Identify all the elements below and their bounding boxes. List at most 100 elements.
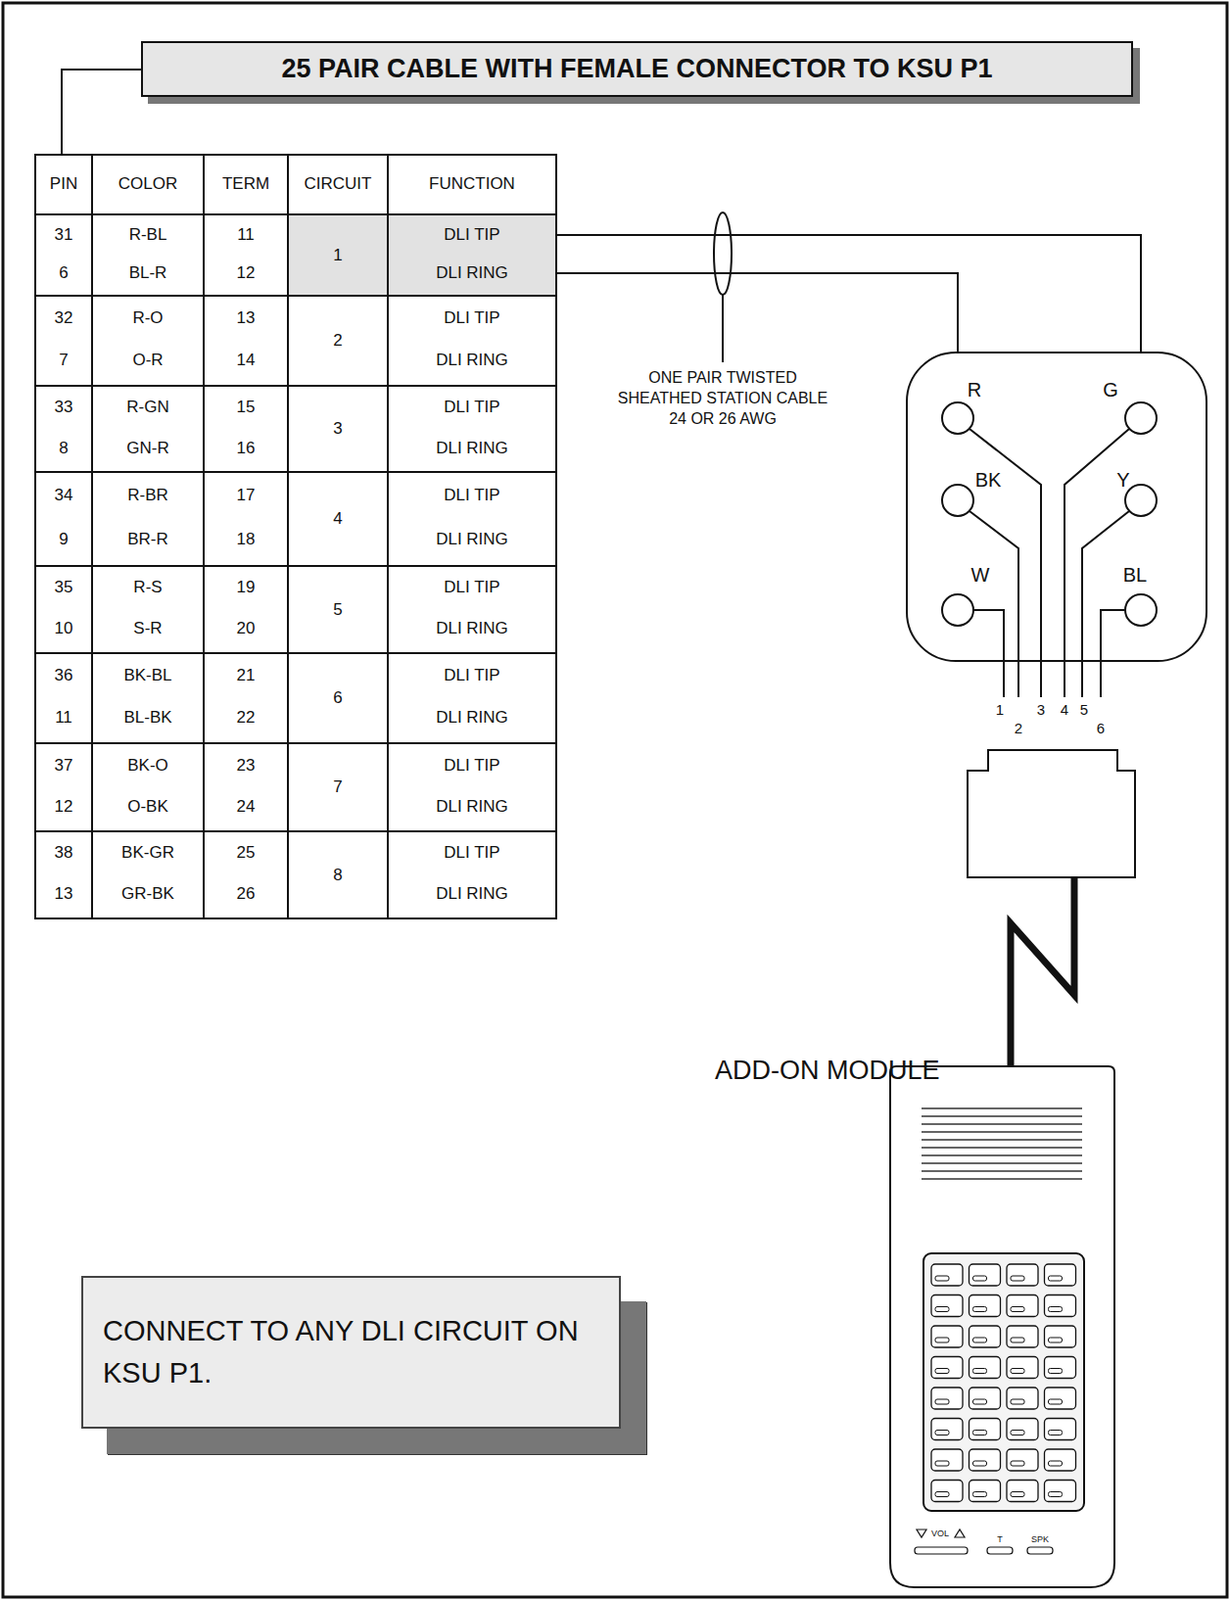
- table-cell: 37: [54, 756, 74, 776]
- key-button: [1044, 1449, 1077, 1471]
- key-lamp: [973, 1369, 988, 1374]
- key-lamp: [1048, 1337, 1063, 1343]
- key-button: [1006, 1357, 1039, 1379]
- key-lamp: [935, 1307, 949, 1313]
- button-label: T: [996, 1534, 1003, 1545]
- key-button: [1044, 1419, 1077, 1441]
- table-cell: 22: [236, 708, 256, 728]
- table-cell: DLI RING: [435, 438, 509, 459]
- line-cord: [1010, 877, 1075, 1067]
- key-lamp: [1048, 1399, 1063, 1405]
- table-cell: 25: [236, 843, 256, 863]
- table-cell: 3: [332, 419, 342, 439]
- table-cell: 20: [236, 618, 256, 639]
- title-banner: 25 PAIR CABLE WITH FEMALE CONNECTOR TO K…: [141, 41, 1134, 97]
- key-lamp: [1010, 1461, 1025, 1467]
- button-label: SPK: [1031, 1534, 1049, 1545]
- table-cell: DLI TIP: [443, 397, 500, 418]
- table-cell: BL-BK: [123, 708, 172, 728]
- pin-number: 3: [1037, 701, 1045, 718]
- key-button: [1006, 1264, 1039, 1286]
- key-lamp: [973, 1492, 988, 1498]
- table-cell: R-BR: [127, 485, 169, 506]
- table-cell: 33: [54, 397, 74, 418]
- table-cell: 14: [236, 350, 256, 371]
- table-cell: 8: [58, 438, 68, 459]
- table-cell: 24: [236, 797, 256, 817]
- table-cell: 19: [236, 577, 256, 598]
- key-button: [1006, 1449, 1039, 1471]
- table-cell: DLI RING: [435, 350, 509, 371]
- table-cell: 21: [236, 665, 256, 686]
- key-lamp: [1048, 1276, 1063, 1281]
- table-cell: R-S: [133, 577, 162, 598]
- button-label: VOL: [931, 1528, 949, 1539]
- pin-number: 6: [1096, 719, 1105, 737]
- key-button: [931, 1387, 963, 1410]
- key-button: [931, 1357, 963, 1379]
- table-cell: S-R: [133, 618, 162, 639]
- wire-color: Y: [1116, 469, 1130, 492]
- table-cell: R-GN: [126, 397, 169, 418]
- key-button: [969, 1357, 1001, 1379]
- table-cell: 12: [54, 797, 74, 817]
- key-lamp: [1048, 1492, 1063, 1498]
- banner-title: 25 PAIR CABLE WITH FEMALE CONNECTOR TO K…: [156, 52, 1118, 85]
- key-lamp: [935, 1276, 949, 1281]
- wire-color: R: [967, 378, 982, 402]
- jack-wire: [969, 428, 1130, 698]
- table-header: FUNCTION: [428, 174, 516, 194]
- table-cell: DLI TIP: [443, 843, 500, 863]
- table-cell: DLI TIP: [443, 225, 500, 245]
- key-button: [1044, 1357, 1077, 1379]
- table-cell: 12: [236, 263, 256, 284]
- modular-jack: [906, 352, 1207, 662]
- table-cell: DLI RING: [435, 618, 509, 639]
- table-cell: 31: [54, 225, 74, 245]
- key-lamp: [1010, 1492, 1025, 1498]
- key-lamp: [935, 1492, 949, 1498]
- key-lamp: [973, 1461, 988, 1467]
- leader-line: [721, 294, 724, 363]
- wire-color: BK: [975, 469, 1002, 492]
- table-cell: BK-BL: [123, 665, 172, 686]
- pin-number: 4: [1060, 701, 1069, 718]
- table-cell: 13: [54, 884, 74, 904]
- pin-number: 1: [995, 701, 1004, 718]
- key-lamp: [973, 1337, 988, 1343]
- table-cell: DLI RING: [435, 797, 509, 817]
- table-cell: 8: [332, 865, 342, 886]
- key-button: [969, 1449, 1001, 1471]
- table-cell: 11: [54, 708, 73, 728]
- key-lamp: [1010, 1307, 1025, 1313]
- key-lamp: [935, 1399, 949, 1405]
- table-cell: 26: [236, 884, 256, 904]
- table-cell: DLI TIP: [443, 577, 500, 598]
- table-header: CIRCUIT: [304, 174, 373, 194]
- table-cell: 11: [236, 225, 255, 245]
- key-lamp: [973, 1307, 988, 1313]
- key-lamp: [1048, 1307, 1063, 1313]
- key-button: [969, 1264, 1001, 1286]
- key-lamp: [1048, 1461, 1063, 1467]
- table-cell: DLI RING: [435, 529, 509, 550]
- key-button: [931, 1480, 963, 1503]
- key-button: [1044, 1325, 1077, 1348]
- table-header: COLOR: [118, 174, 178, 194]
- table-cell: 6: [332, 688, 342, 709]
- key-button: [1044, 1387, 1077, 1410]
- pin-number: 2: [1014, 719, 1023, 737]
- key-button: [969, 1325, 1001, 1348]
- key-lamp: [1048, 1369, 1063, 1374]
- table-cell: 23: [236, 756, 256, 776]
- speaker-grille: [921, 1107, 1083, 1184]
- table-cell: DLI TIP: [443, 308, 500, 329]
- key-button: [969, 1419, 1001, 1441]
- key-lamp: [1048, 1430, 1063, 1436]
- table-cell: DLI TIP: [443, 485, 500, 506]
- table-cell: DLI RING: [435, 708, 509, 728]
- table-cell: 32: [54, 308, 74, 329]
- table-cell: DLI TIP: [443, 756, 500, 776]
- table-header: PIN: [49, 174, 78, 194]
- note-box: CONNECT TO ANY DLI CIRCUIT ON KSU P1.: [81, 1276, 621, 1429]
